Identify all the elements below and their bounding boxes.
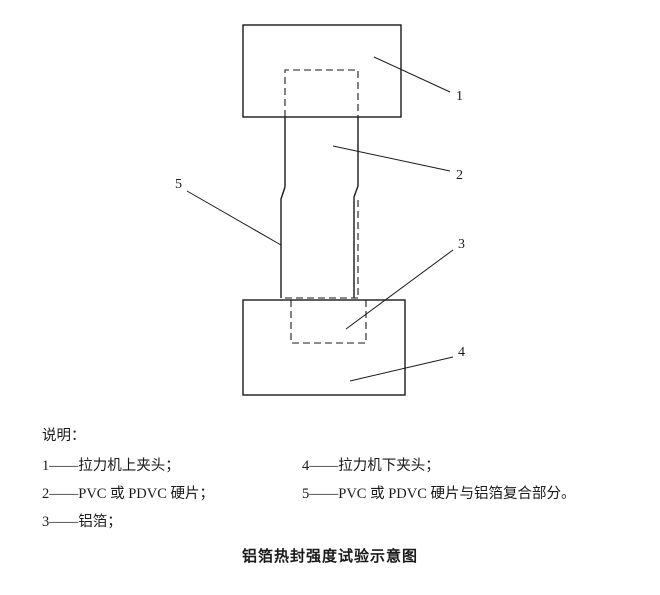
- callout-2-label: 2: [456, 168, 463, 183]
- callout-2-leader-line: [332, 145, 451, 172]
- heat-seal-test-diagram: 1 2 3 4 5: [175, 24, 465, 396]
- legend-column-left: 1——拉力机上夹头； 2——PVC 或 PDVC 硬片； 3——铝箔；: [42, 452, 302, 536]
- callout-1-leader-line: [373, 56, 451, 93]
- upper-clamp: [242, 24, 402, 118]
- composite-region-right-edge: [353, 185, 359, 298]
- composite-region-left-edge: [280, 186, 286, 298]
- figure-caption: 铝箔热封强度试验示意图: [241, 548, 418, 565]
- callout-5-leader-line: [186, 190, 282, 246]
- pvc-strip-hidden-upper-outline: [284, 69, 359, 117]
- callout-4-leader-line: [349, 356, 454, 382]
- legend-item-3: 3——铝箔；: [42, 514, 122, 530]
- legend: 说明： 1——拉力机上夹头； 2——PVC 或 PDVC 硬片； 3——铝箔； …: [42, 422, 660, 536]
- callout-4-label: 4: [458, 345, 465, 360]
- callout-1-label: 1: [456, 89, 463, 104]
- legend-column-right: 4——拉力机下夹头； 5——PVC 或 PDVC 硬片与铝箔复合部分。: [302, 452, 660, 536]
- legend-title: 说明：: [42, 428, 86, 444]
- foil-hidden-lower-outline: [290, 300, 367, 344]
- lower-clamp: [242, 299, 406, 396]
- callout-3-leader-line: [345, 249, 454, 330]
- legend-item-1: 1——拉力机上夹头；: [42, 458, 180, 474]
- legend-item-2: 2——PVC 或 PDVC 硬片；: [42, 486, 215, 502]
- legend-item-4: 4——拉力机下夹头；: [302, 458, 440, 474]
- legend-columns: 1——拉力机上夹头； 2——PVC 或 PDVC 硬片； 3——铝箔； 4——拉…: [42, 452, 660, 536]
- legend-item-5: 5——PVC 或 PDVC 硬片与铝箔复合部分。: [302, 486, 576, 502]
- callout-3-label: 3: [458, 237, 465, 252]
- callout-5-label: 5: [175, 177, 182, 192]
